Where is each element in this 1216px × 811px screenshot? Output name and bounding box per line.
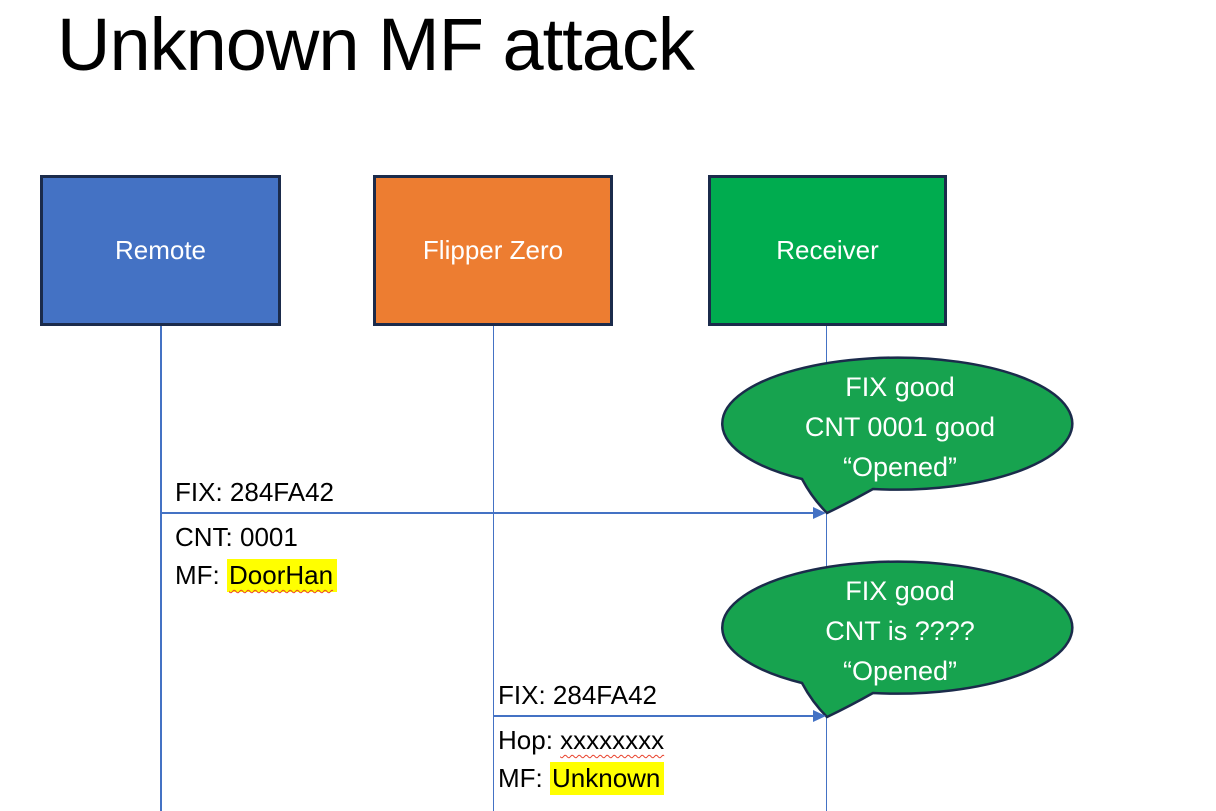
message-2-details: Hop: xxxxxxxx MF: Unknown bbox=[498, 721, 665, 797]
message-2-detail-mf: MF: Unknown bbox=[498, 759, 665, 797]
message-2-arrowhead-icon bbox=[813, 710, 826, 722]
message-1-detail-mf: MF: DoorHan bbox=[175, 556, 338, 594]
actor-box-remote: Remote bbox=[40, 175, 281, 326]
callout-line: “Opened” bbox=[842, 452, 958, 482]
squiggle-value: xxxxxxxx bbox=[560, 725, 665, 755]
message-1-details: CNT: 0001 MF: DoorHan bbox=[175, 518, 338, 594]
message-1-line bbox=[161, 512, 814, 514]
actor-label-flipper-zero: Flipper Zero bbox=[422, 235, 564, 265]
message-1-arrowhead-icon bbox=[813, 507, 826, 519]
speech-bubble-shape bbox=[721, 560, 1074, 719]
actor-label-remote: Remote bbox=[114, 235, 207, 265]
message-1-label: FIX: 284FA42 bbox=[175, 477, 334, 507]
highlighted-value: Unknown bbox=[550, 762, 665, 795]
message-1-detail-cnt: CNT: 0001 bbox=[175, 522, 298, 552]
callout-line: FIX good bbox=[845, 576, 955, 606]
callout-line: CNT is ???? bbox=[825, 616, 975, 646]
message-2-detail-hop: Hop: xxxxxxxx bbox=[498, 725, 665, 755]
callout-line: FIX good bbox=[845, 372, 955, 402]
callout-line: “Opened” bbox=[842, 656, 958, 686]
callout-receiver-1: FIX good CNT 0001 good “Opened” bbox=[721, 350, 1092, 525]
callout-text-1: FIX good CNT 0001 good “Opened” bbox=[722, 367, 1078, 487]
message-2-label: FIX: 284FA42 bbox=[498, 680, 657, 710]
callout-line: CNT 0001 good bbox=[804, 412, 996, 442]
actor-box-flipper-zero: Flipper Zero bbox=[373, 175, 613, 326]
highlighted-value: DoorHan bbox=[227, 559, 338, 592]
slide-title: Unknown MF attack bbox=[57, 3, 695, 86]
lifeline-flipper-zero bbox=[492, 326, 494, 811]
callout-text-2: FIX good CNT is ???? “Opened” bbox=[722, 571, 1078, 691]
actor-label-receiver: Receiver bbox=[776, 235, 879, 265]
callout-receiver-2: FIX good CNT is ???? “Opened” bbox=[721, 554, 1092, 729]
message-2-line bbox=[494, 715, 814, 717]
actor-box-receiver: Receiver bbox=[708, 175, 947, 326]
speech-bubble-shape bbox=[721, 356, 1074, 515]
lifeline-remote bbox=[160, 326, 162, 811]
